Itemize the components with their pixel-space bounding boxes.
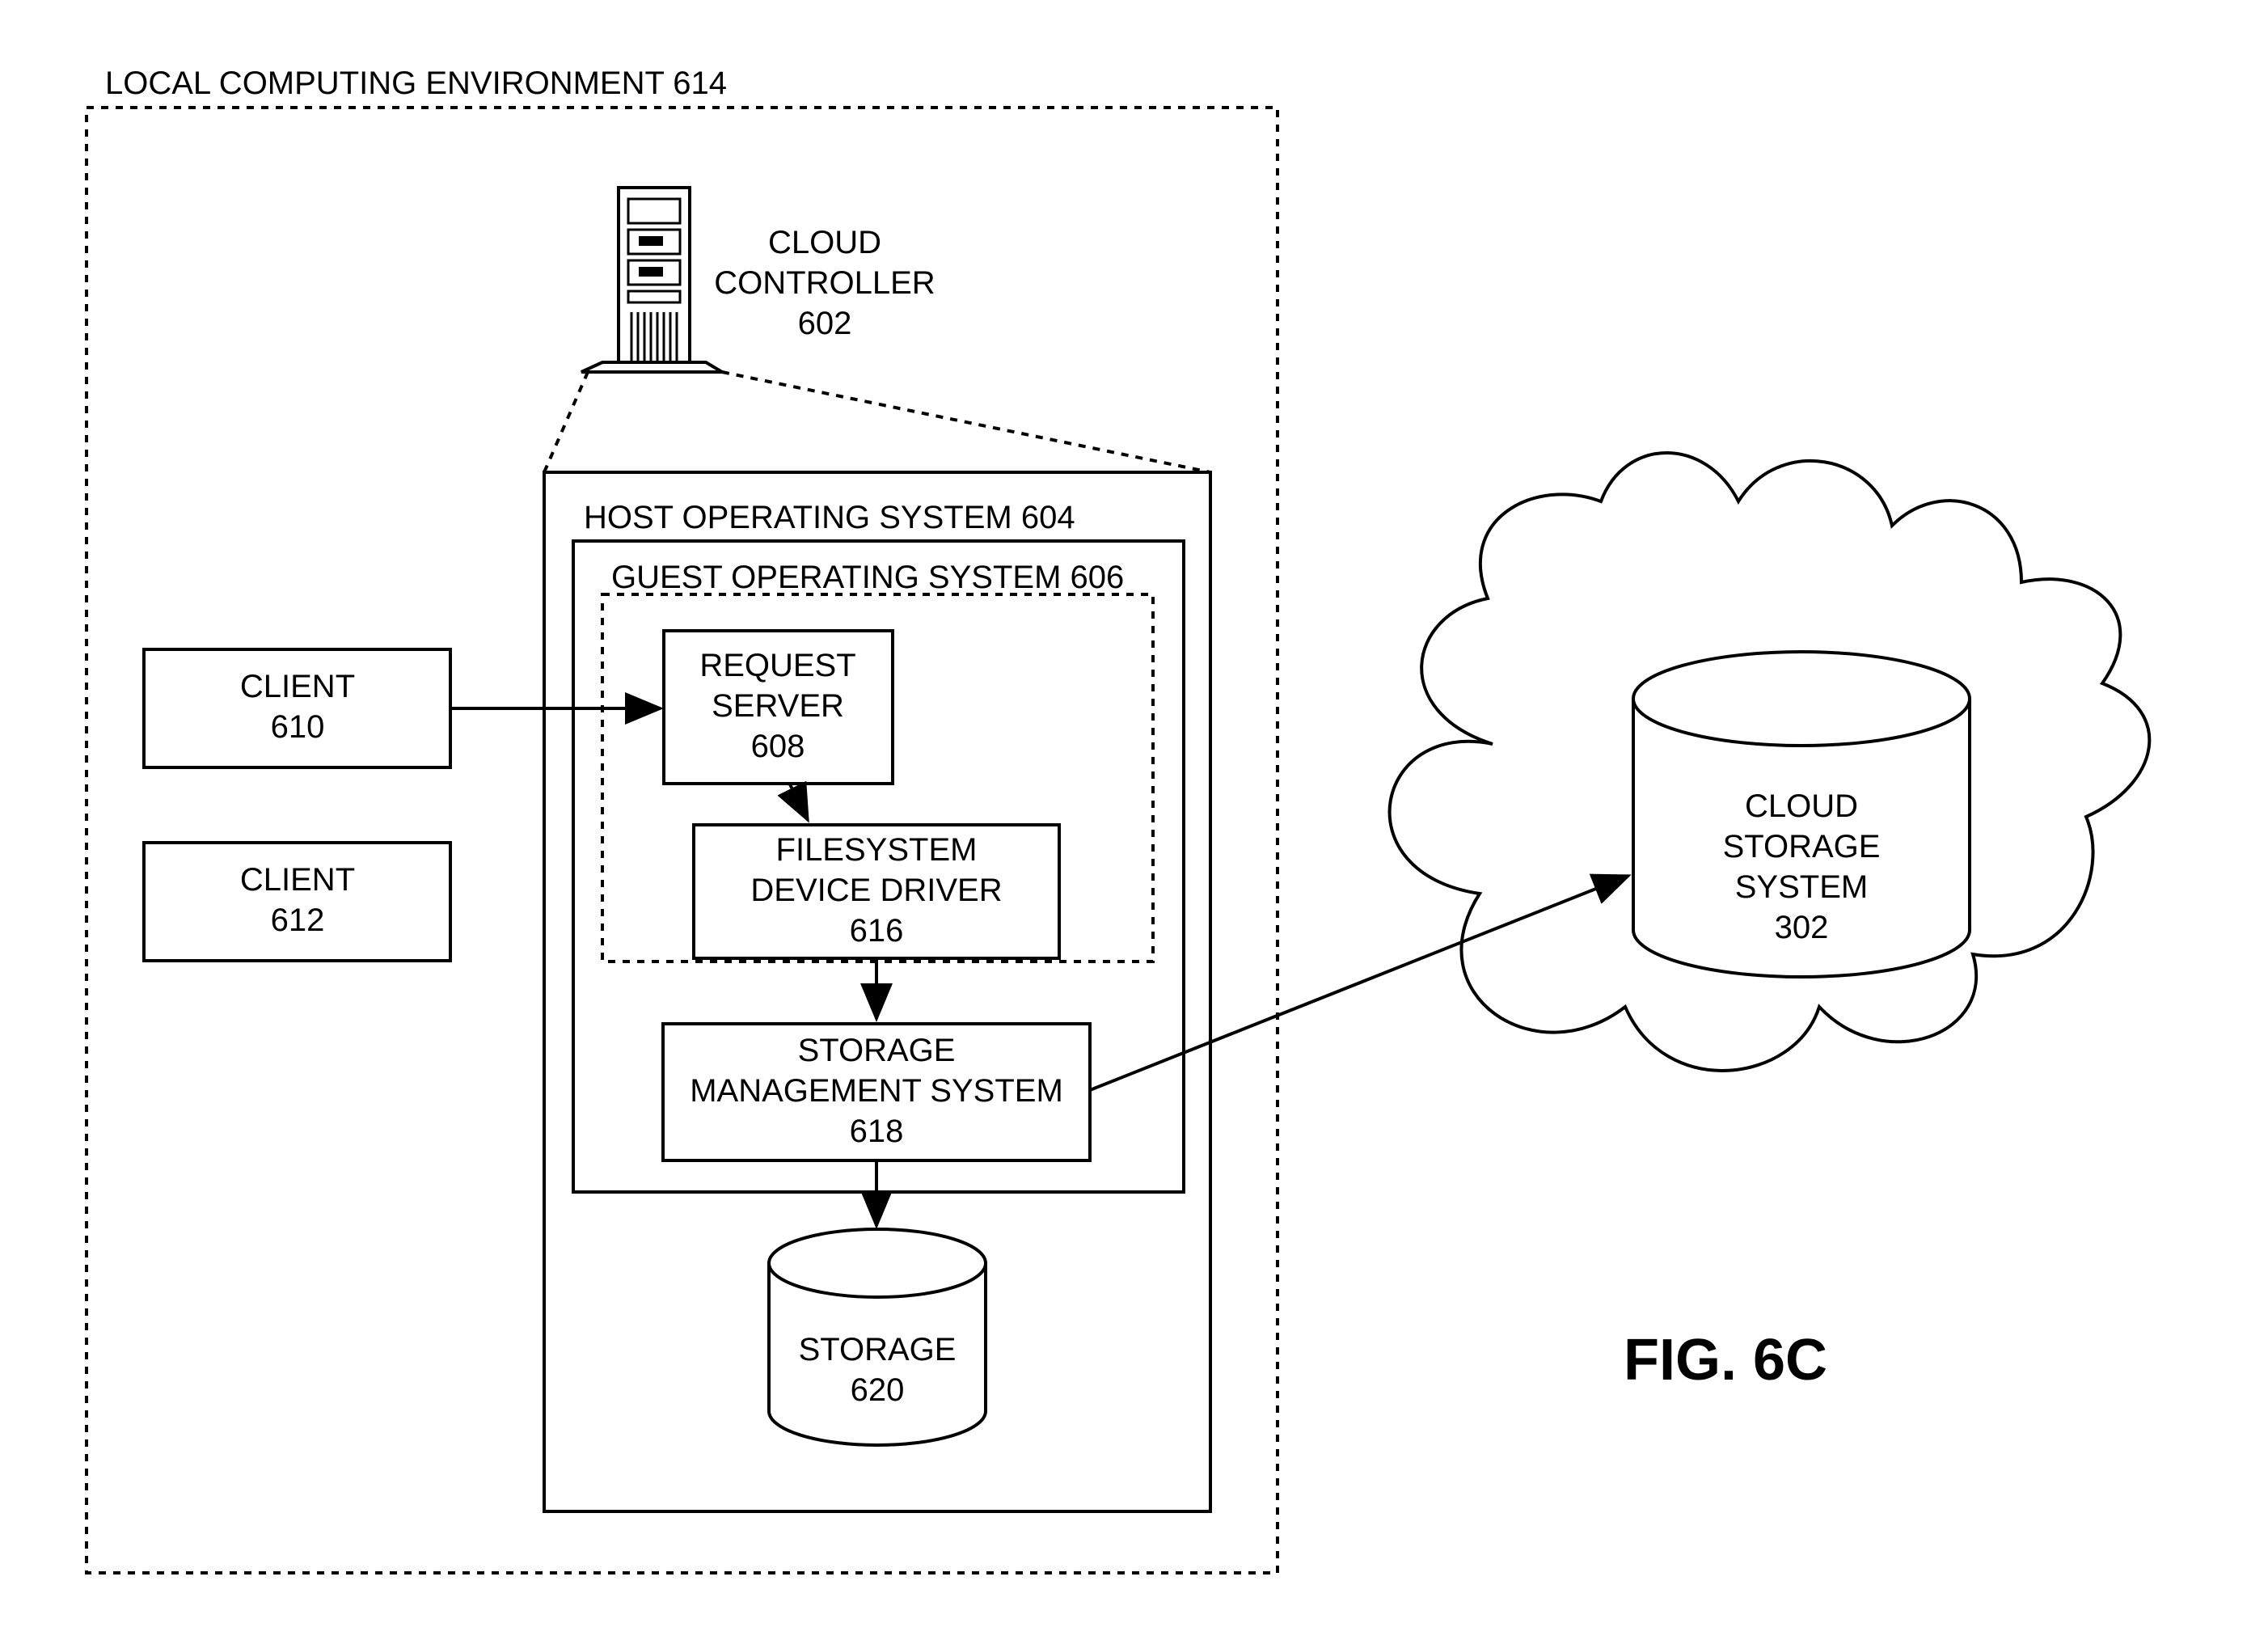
zoom-line-left (544, 372, 588, 472)
zoom-line-right (722, 372, 1210, 472)
client-610-box (144, 649, 450, 767)
filesystem-driver-label-3: 616 (850, 913, 904, 949)
client-612-label-2: 612 (271, 902, 325, 938)
storage-management-label-1: STORAGE (798, 1033, 956, 1068)
storage-label-1: STORAGE (799, 1332, 957, 1367)
local-environment-label: LOCAL COMPUTING ENVIRONMENT 614 (105, 66, 727, 101)
storage-management-label-3: 618 (850, 1114, 904, 1149)
server-icon (581, 188, 722, 372)
client-610-label-2: 610 (271, 709, 325, 745)
filesystem-driver-label-2: DEVICE DRIVER (750, 873, 1002, 908)
cloud-storage-label-4: 302 (1775, 910, 1829, 945)
client-612-label-1: CLIENT (240, 862, 355, 898)
figure-label: FIG. 6C (1624, 1328, 1827, 1393)
guest-os-label: GUEST OPERATING SYSTEM 606 (611, 560, 1124, 595)
request-server-label-1: REQUEST (699, 648, 855, 683)
cloud-storage-label-2: STORAGE (1723, 829, 1881, 864)
request-server-label-3: 608 (751, 729, 805, 764)
host-os-label: HOST OPERATING SYSTEM 604 (584, 500, 1075, 535)
client-610-label-1: CLIENT (240, 669, 355, 704)
cloud-storage-label-1: CLOUD (1745, 788, 1858, 824)
storage-management-label-2: MANAGEMENT SYSTEM (690, 1073, 1063, 1109)
storage-label-2: 620 (851, 1372, 905, 1408)
cloud-controller-label-3: 602 (798, 306, 852, 341)
arrow-request-server-to-filesystem-driver (790, 784, 808, 820)
filesystem-driver-label-1: FILESYSTEM (776, 832, 978, 868)
client-612-box (144, 843, 450, 961)
cloud-storage-label-3: SYSTEM (1735, 869, 1868, 905)
cloud-controller-label-2: CONTROLLER (714, 265, 935, 301)
request-server-label-2: SERVER (712, 688, 844, 724)
cloud-controller-label-1: CLOUD (768, 225, 881, 260)
